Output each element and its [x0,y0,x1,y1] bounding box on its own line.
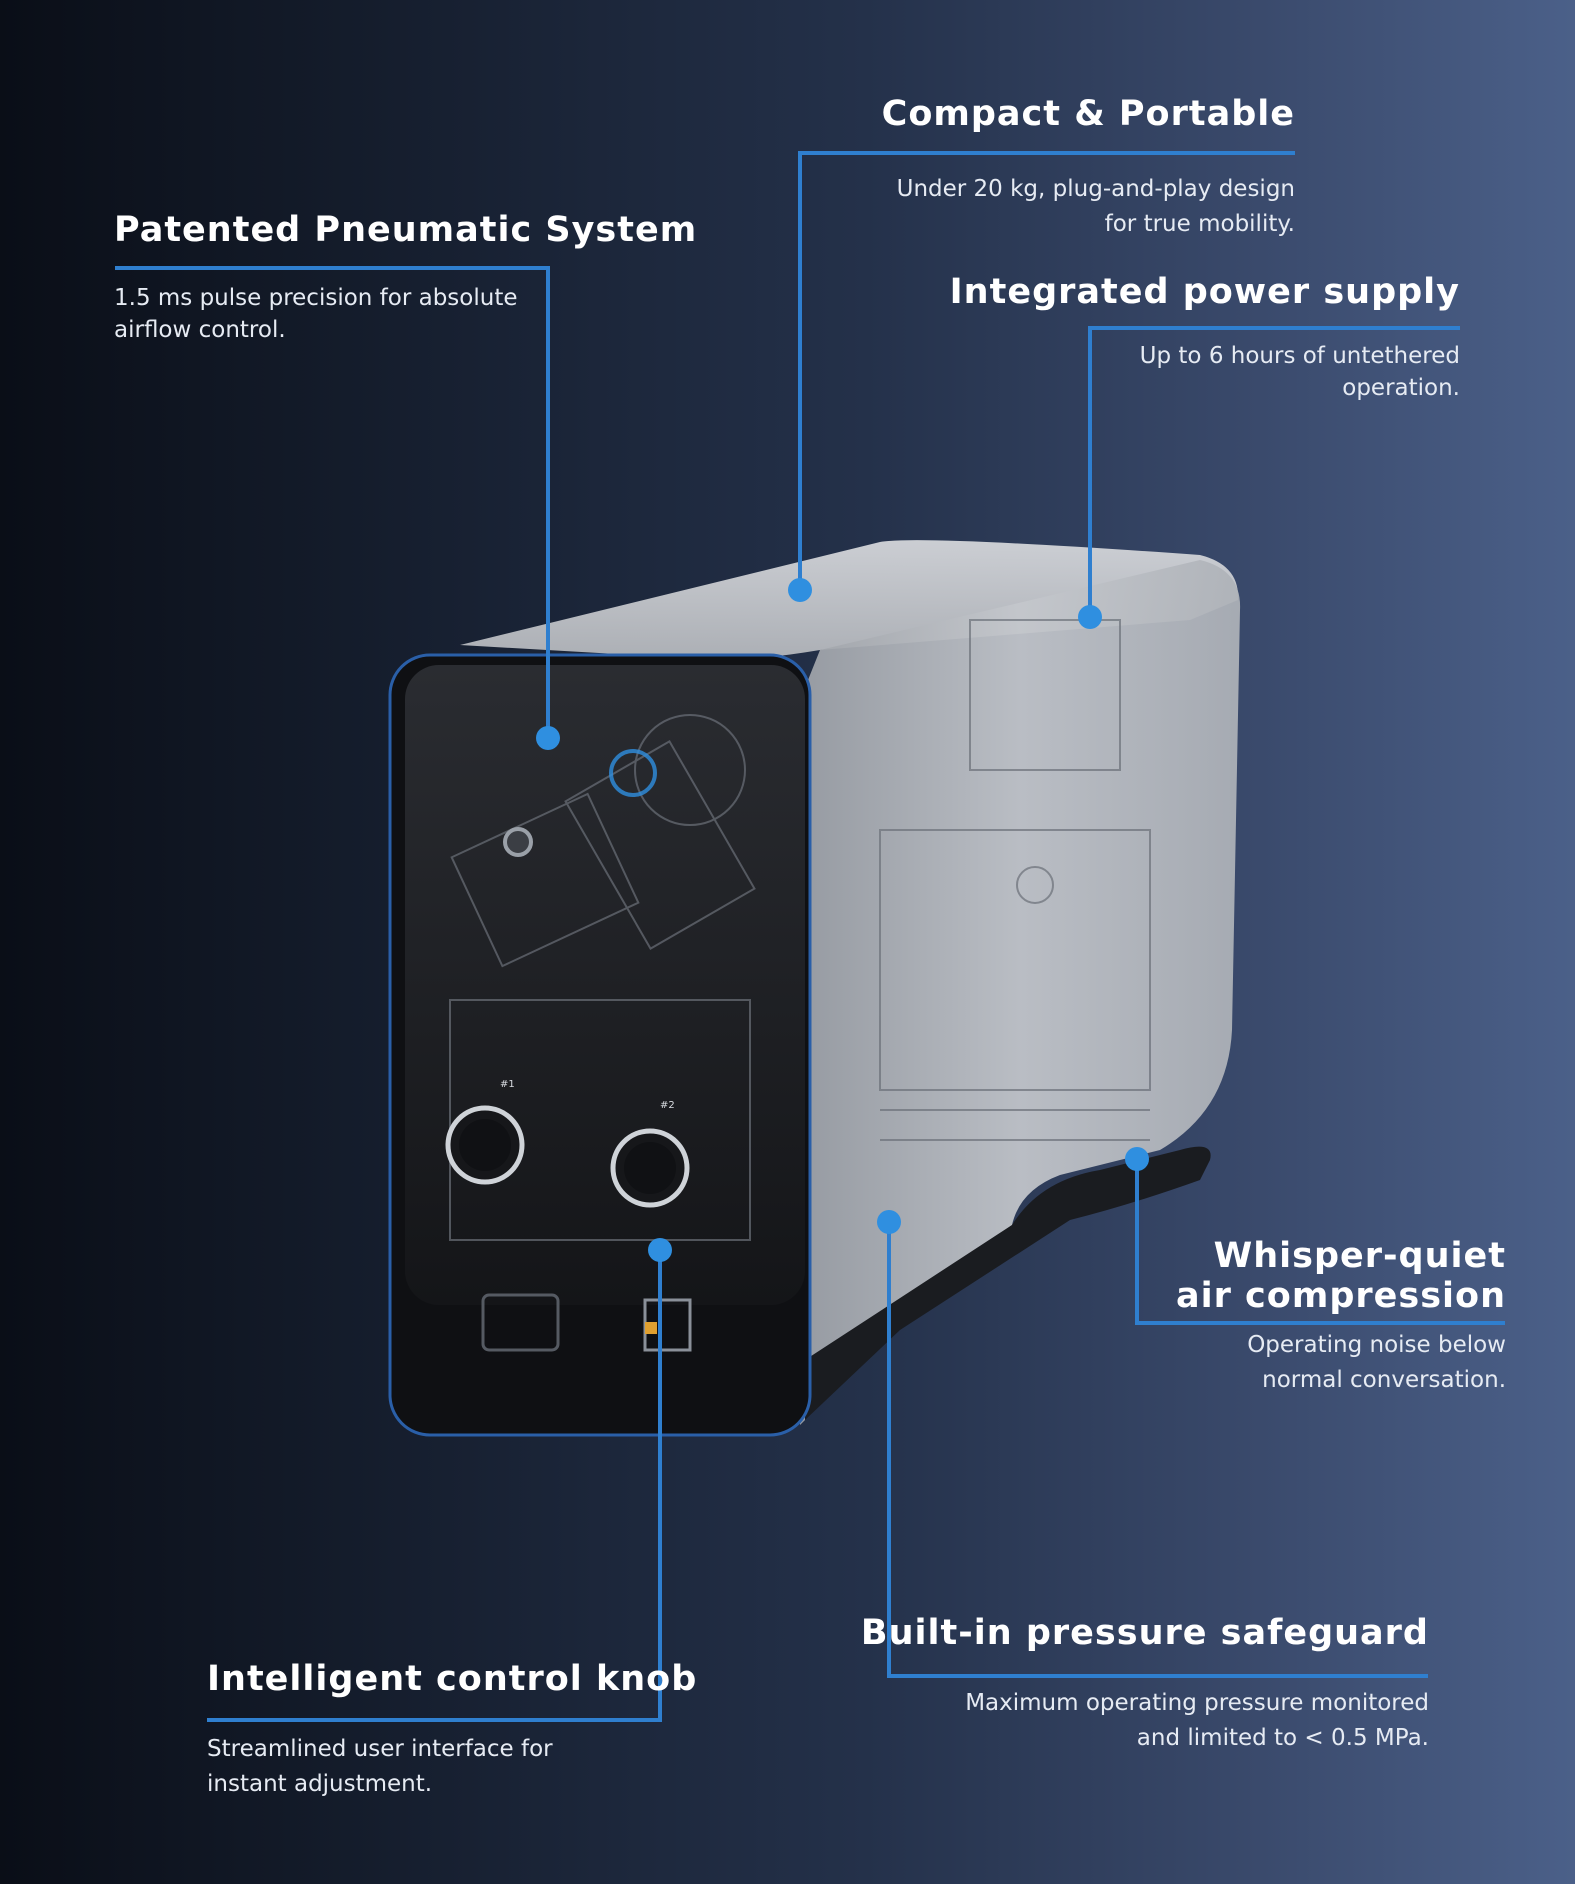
device-front-panel [405,665,805,1305]
feature-title-pressure: Built-in pressure safeguard [860,1613,1429,1653]
feature-desc-compact-line1: Under 20 kg, plug-and-play design [896,176,1295,202]
device-top-face [460,540,1239,660]
knob-1 [445,1105,525,1185]
knob-2 [610,1128,690,1208]
feature-desc-quiet-line1: Operating noise below [1247,1332,1506,1358]
dot-pressure [877,1210,901,1234]
feature-desc-power: Up to 6 hours of untethered operation. [1140,340,1460,404]
leader-knob [207,1250,662,1722]
feature-title-pneumatic: Patented Pneumatic System [114,210,698,250]
feature-title-power: Integrated power supply [949,272,1460,312]
feature-desc-quiet: Operating noise below normal conversatio… [1247,1328,1506,1398]
dot-knob [648,1238,672,1262]
knob-2-label: #2 [660,1100,675,1111]
feature-desc-compact: Under 20 kg, plug-and-play design for tr… [897,172,1295,242]
feature-desc-knob-line2: instant adjustment. [207,1771,433,1797]
device-bottom-icon-left [481,1293,560,1352]
dot-power [1078,605,1102,629]
feature-desc-pneumatic: 1.5 ms pulse precision for absolute airf… [114,282,518,346]
feature-desc-pressure-line2: and limited to < 0.5 MPa. [1136,1725,1429,1751]
feature-desc-quiet-line2: normal conversation. [1262,1367,1506,1393]
feature-title-quiet: Whisper-quiet air compression [1176,1236,1506,1316]
feature-title-knob: Intelligent control knob [207,1659,698,1699]
feature-desc-pressure: Maximum operating pressure monitored and… [965,1686,1429,1756]
feature-desc-knob: Streamlined user interface for instant a… [207,1732,553,1802]
feature-desc-pneumatic-line1: 1.5 ms pulse precision for absolute [114,285,518,311]
feature-title-compact: Compact & Portable [881,94,1295,134]
dot-pneumatic [536,726,560,750]
feature-desc-power-line1: Up to 6 hours of untethered [1139,343,1460,369]
device-side-body [800,560,1241,1425]
dot-compact [788,578,812,602]
feature-title-quiet-line1: Whisper-quiet [1213,1236,1506,1276]
knob-1-label: #1 [500,1079,515,1090]
device-port [503,827,533,857]
feature-desc-pneumatic-line2: airflow control. [114,317,286,343]
feature-desc-power-line2: operation. [1342,375,1460,401]
dot-quiet [1125,1147,1149,1171]
device-base [805,1146,1211,1420]
device-internal-sketch [449,619,1151,1241]
feature-title-quiet-line2: air compression [1176,1276,1506,1316]
device-bottom-icon-right [643,1298,692,1352]
feature-desc-pressure-line1: Maximum operating pressure monitored [965,1690,1429,1716]
feature-desc-compact-line2: for true mobility. [1104,211,1295,237]
feature-desc-knob-line1: Streamlined user interface for [207,1736,553,1762]
device-front-bezel [388,653,812,1437]
